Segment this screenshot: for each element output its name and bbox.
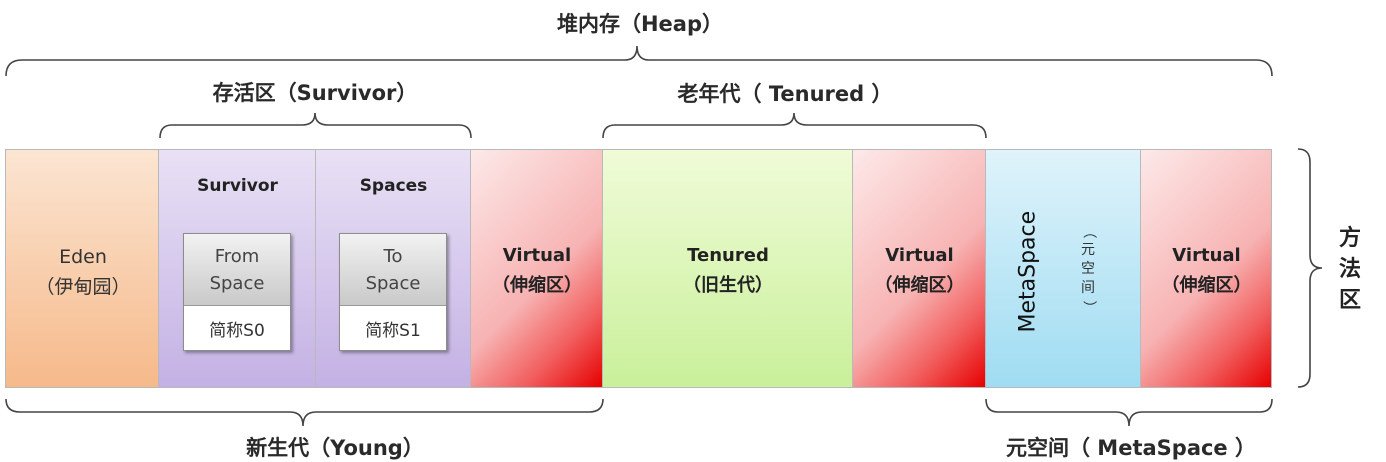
eden-name: Eden — [59, 246, 107, 268]
method-area-brace — [1297, 148, 1323, 388]
survivor-header-right: Spaces — [359, 176, 428, 196]
virtual-young-subtitle: （伸缩区） — [492, 275, 582, 296]
method-area-char: 法 — [1338, 257, 1361, 282]
survivor-from-block: Survivor From Space 简称S0 — [159, 149, 316, 388]
young-label: 新生代（Young） — [246, 436, 424, 460]
virtual-tenured-subtitle: （伸缩区） — [874, 275, 965, 296]
to-space-header: To Space — [340, 234, 446, 306]
survivor-header-left: Survivor — [197, 176, 278, 196]
from-space-header: From Space — [184, 234, 290, 306]
to-space-line2: Space — [365, 272, 421, 294]
method-area-char: 区 — [1338, 288, 1361, 313]
young-brace — [5, 398, 604, 427]
metaspace-area-label: 元空间（ MetaSpace ） — [1006, 436, 1256, 460]
metaspace-subtitle: （ 元 空 间 ） — [1078, 222, 1098, 317]
method-area-label: 方 法 区 — [1335, 223, 1365, 316]
metaspace-name: MetaSpace — [1015, 210, 1041, 333]
metaspace-brace — [985, 398, 1273, 427]
metaspace-sub-char: 空 — [1081, 261, 1095, 277]
heap-label: 堆内存（Heap） — [556, 12, 724, 36]
eden-subtitle: （伊甸园） — [35, 276, 131, 298]
virtual-young-block: Virtual （伸缩区） — [471, 149, 603, 388]
from-space-alias: 简称S0 — [209, 320, 265, 341]
virtual-tenured-block: Virtual （伸缩区） — [853, 149, 986, 388]
tenured-subtitle: （旧生代） — [683, 275, 773, 296]
virtual-metaspace-subtitle: （伸缩区） — [1161, 275, 1252, 296]
tenured-brace — [602, 112, 987, 139]
metaspace-sub-char: ） — [1080, 300, 1097, 315]
metaspace-block: MetaSpace （ 元 空 间 ） — [986, 149, 1141, 388]
from-space-line1: From — [214, 245, 260, 267]
tenured-name: Tenured — [687, 245, 769, 266]
virtual-tenured-name: Virtual — [885, 245, 954, 266]
survivor-area-label: 存活区（Survivor） — [212, 81, 418, 105]
metaspace-sub-char: （ — [1080, 224, 1097, 239]
method-area-char: 方 — [1338, 226, 1361, 251]
eden-block: Eden （伊甸园） — [5, 149, 159, 388]
from-space-box: From Space 简称S0 — [183, 233, 291, 351]
from-space-line2: Space — [209, 272, 265, 294]
virtual-metaspace-name: Virtual — [1172, 245, 1241, 266]
metaspace-sub-char: 间 — [1081, 280, 1095, 296]
survivor-to-block: Spaces To Space 简称S1 — [316, 149, 471, 388]
survivor-brace — [159, 112, 472, 139]
to-space-line1: To — [383, 245, 403, 267]
heap-brace — [5, 45, 1273, 77]
virtual-young-name: Virtual — [502, 245, 572, 266]
tenured-block: Tenured （旧生代） — [603, 149, 853, 388]
to-space-alias: 简称S1 — [365, 320, 421, 341]
to-space-box: To Space 简称S1 — [339, 233, 447, 351]
metaspace-sub-char: 元 — [1081, 242, 1095, 258]
virtual-metaspace-block: Virtual （伸缩区） — [1141, 149, 1272, 388]
tenured-area-label: 老年代（ Tenured ） — [677, 82, 893, 106]
